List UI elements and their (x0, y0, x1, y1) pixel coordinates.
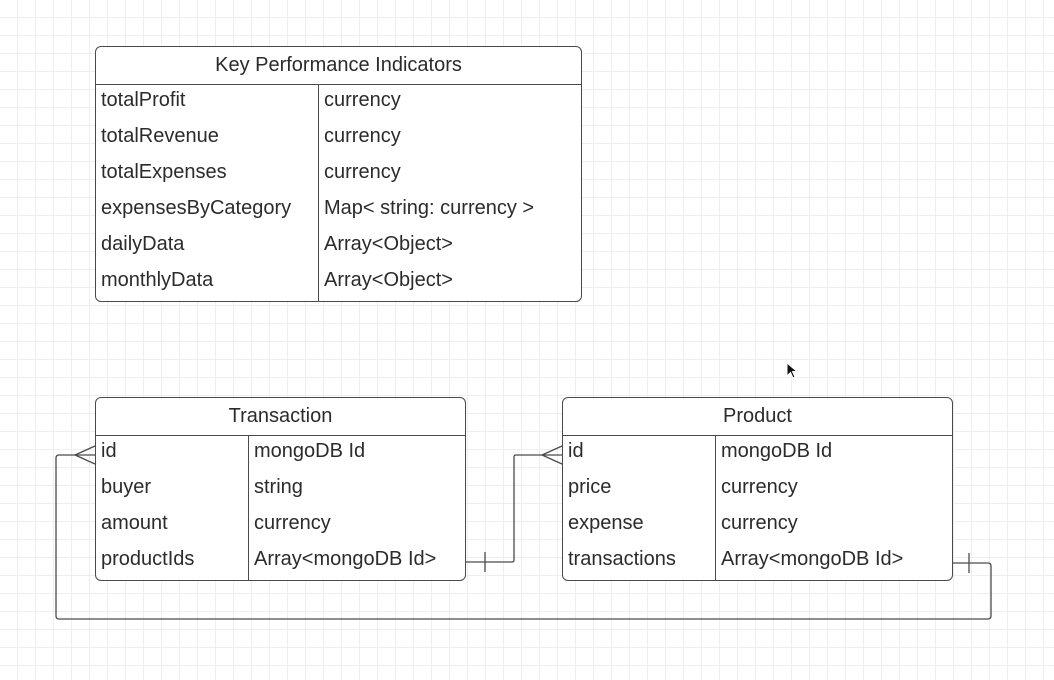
field-name[interactable]: amount (101, 512, 168, 534)
field-type[interactable]: Array<Object> (324, 269, 453, 291)
entity-title: Transaction (96, 398, 465, 436)
field-name[interactable]: monthlyData (101, 269, 214, 291)
entity-title: Key Performance Indicators (96, 47, 581, 85)
connector-transaction-to-product[interactable] (466, 454, 562, 563)
field-type[interactable]: string (254, 476, 303, 498)
field-type[interactable]: Map< string: currency > (324, 197, 535, 219)
field-type[interactable]: currency (324, 161, 401, 183)
field-type[interactable]: Array<mongoDB Id> (254, 548, 437, 570)
field-name[interactable]: totalProfit (101, 89, 186, 111)
entity-fields: id buyer amount productIds mongoDB Id st… (96, 436, 465, 580)
field-name[interactable]: totalRevenue (101, 125, 219, 147)
field-type-column: mongoDB Id string currency Array<mongoDB… (248, 436, 465, 580)
field-type[interactable]: currency (324, 125, 401, 147)
field-name-column: id price expense transactions (563, 436, 715, 580)
field-name[interactable]: expense (568, 512, 644, 534)
field-name[interactable]: dailyData (101, 233, 185, 255)
field-name[interactable]: price (568, 476, 612, 498)
entity-title: Product (563, 398, 952, 436)
field-name[interactable]: id (101, 440, 117, 462)
entity-fields: id price expense transactions mongoDB Id… (563, 436, 952, 580)
many-crowfoot-marker (540, 445, 563, 465)
field-type-column: mongoDB Id currency currency Array<mongo… (715, 436, 952, 580)
field-type[interactable]: mongoDB Id (721, 440, 833, 462)
mouse-cursor-icon (786, 362, 799, 379)
field-type[interactable]: mongoDB Id (254, 440, 366, 462)
field-name[interactable]: transactions (568, 548, 676, 570)
field-type-column: currency currency currency Map< string: … (318, 85, 581, 301)
entity-product[interactable]: Product id price expense transactions mo… (562, 397, 953, 581)
field-type[interactable]: Array<Object> (324, 233, 453, 255)
field-name-column: id buyer amount productIds (96, 436, 248, 580)
field-type[interactable]: currency (721, 476, 798, 498)
field-name[interactable]: expensesByCategory (101, 197, 292, 219)
field-type[interactable]: currency (721, 512, 798, 534)
entity-transaction[interactable]: Transaction id buyer amount productIds m… (95, 397, 466, 581)
field-name[interactable]: id (568, 440, 584, 462)
field-name[interactable]: buyer (101, 476, 152, 498)
entity-key-performance-indicators[interactable]: Key Performance Indicators totalProfit t… (95, 46, 582, 302)
field-name[interactable]: totalExpenses (101, 161, 227, 183)
field-type[interactable]: Array<mongoDB Id> (721, 548, 904, 570)
field-type[interactable]: currency (254, 512, 331, 534)
field-type[interactable]: currency (324, 89, 401, 111)
field-name-column: totalProfit totalRevenue totalExpenses e… (96, 85, 318, 301)
field-name[interactable]: productIds (101, 548, 195, 570)
many-crowfoot-marker (73, 445, 96, 465)
entity-fields: totalProfit totalRevenue totalExpenses e… (96, 85, 581, 301)
